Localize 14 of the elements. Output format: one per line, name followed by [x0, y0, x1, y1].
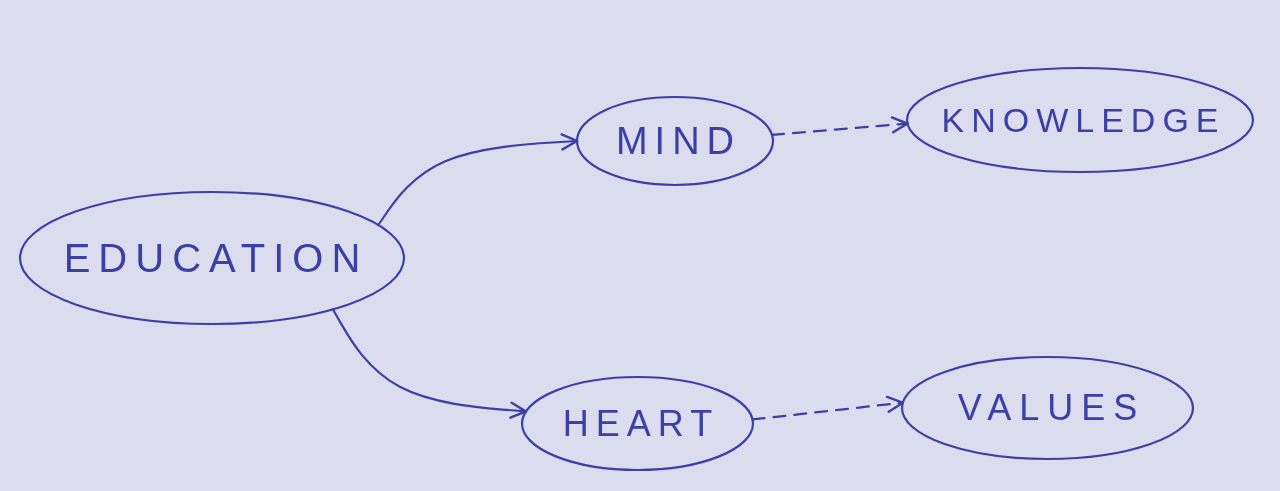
dashed-arrow [770, 116, 909, 136]
node-label: KNOWLEDGE [940, 103, 1226, 137]
oval-node [905, 66, 1255, 174]
oval-node [18, 190, 406, 326]
node-label: EDUCATION [62, 238, 369, 278]
dashed-arrow [751, 395, 904, 421]
arrow [377, 133, 579, 227]
node-label: MIND [614, 122, 742, 160]
oval-node [900, 355, 1195, 461]
node-label: HEART [561, 405, 720, 442]
oval-node [575, 95, 775, 187]
arrow [331, 308, 528, 419]
node-label: VALUES [956, 390, 1146, 426]
oval-node [520, 375, 755, 472]
